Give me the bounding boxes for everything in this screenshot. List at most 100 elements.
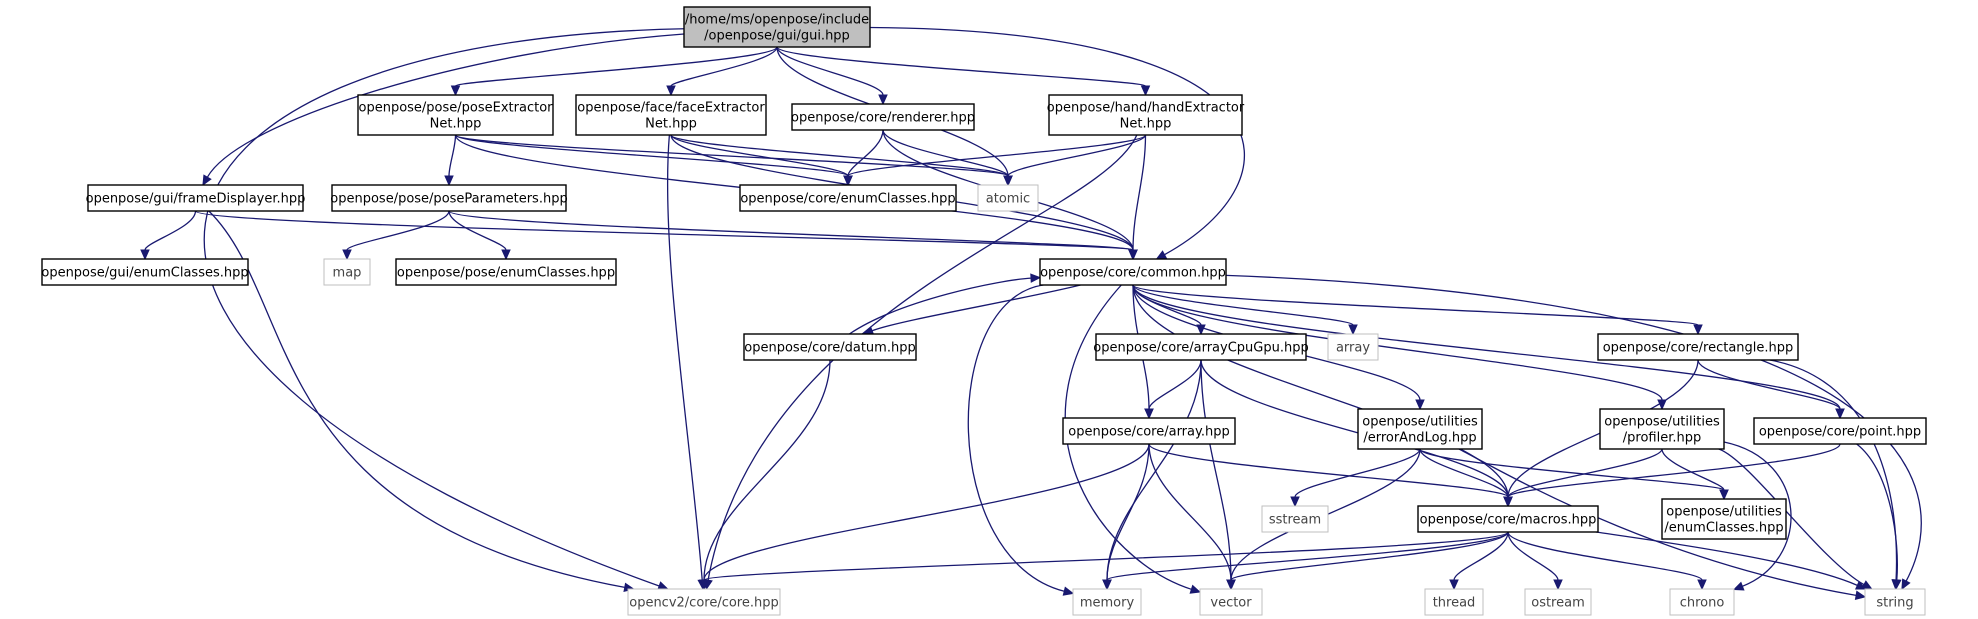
- node-box: [1753, 417, 1927, 445]
- node-label: string: [1876, 596, 1913, 611]
- node-label: /home/ms/openpose/include: [685, 13, 869, 28]
- node-gui_hpp[interactable]: /home/ms/openpose/include/openpose/gui/g…: [683, 6, 871, 48]
- node-box: [323, 258, 371, 286]
- edge-line: [1507, 448, 1663, 498]
- node-atomic: atomic: [977, 184, 1039, 212]
- edge-profiler-to-chrono: [1723, 441, 1792, 591]
- edge-line: [1106, 531, 1509, 581]
- node-opencvCore: opencv2/core/core.hpp: [627, 588, 781, 616]
- node-errorAndLog[interactable]: openpose/utilities/errorAndLog.hpp: [1357, 408, 1483, 450]
- edge-line: [703, 531, 1509, 581]
- node-ostream: ostream: [1524, 588, 1592, 616]
- edge-coreArray-to-macros: [1148, 443, 1513, 508]
- node-coreArray[interactable]: openpose/core/array.hpp: [1062, 417, 1236, 445]
- edge-line: [1132, 284, 1841, 410]
- node-box: [1599, 408, 1725, 450]
- node-box: [1072, 588, 1142, 616]
- node-box: [627, 588, 781, 616]
- node-guiEnumClasses[interactable]: openpose/gui/enumClasses.hpp: [41, 258, 249, 286]
- node-arrayCpuGpu[interactable]: openpose/core/arrayCpuGpu.hpp: [1093, 333, 1309, 361]
- edge-gui_hpp-to-frameDisplayer: [202, 33, 685, 187]
- edge-macros-to-string: [1595, 531, 1867, 590]
- node-label: chrono: [1680, 596, 1725, 611]
- arrowhead: [878, 94, 888, 106]
- node-common[interactable]: openpose/core/common.hpp: [1039, 258, 1227, 286]
- node-label: array: [1336, 341, 1370, 356]
- edge-line: [144, 210, 197, 251]
- node-box: [1417, 505, 1599, 533]
- edge-errorAndLog-to-macros: [1419, 448, 1513, 508]
- edge-line: [1132, 134, 1147, 251]
- edge-line: [1007, 134, 1147, 177]
- edge-line: [1507, 531, 1703, 581]
- edge-datum-to-common: [849, 273, 1042, 335]
- node-label: sstream: [1269, 513, 1321, 528]
- node-macros[interactable]: openpose/core/macros.hpp: [1417, 505, 1599, 533]
- arrowhead: [501, 249, 511, 261]
- arrowhead: [1732, 581, 1745, 591]
- node-utilEnumClasses[interactable]: openpose/utilities/enumClasses.hpp: [1661, 498, 1787, 540]
- node-box: [791, 103, 975, 131]
- node-poseEnumClasses[interactable]: openpose/pose/enumClasses.hpp: [395, 258, 617, 286]
- edge-line: [208, 210, 625, 589]
- node-label: openpose/core/common.hpp: [1040, 266, 1226, 281]
- arrowhead: [1415, 399, 1425, 411]
- arrowhead: [1189, 584, 1202, 594]
- node-rectangle[interactable]: openpose/core/rectangle.hpp: [1597, 333, 1799, 361]
- edge-line: [1507, 531, 1559, 581]
- edge-line: [1106, 359, 1202, 581]
- edge-line: [1132, 284, 1699, 326]
- node-label: atomic: [986, 192, 1030, 207]
- edge-line: [707, 134, 1138, 581]
- node-coreEnumClasses[interactable]: openpose/core/enumClasses.hpp: [739, 184, 957, 212]
- edge-line: [847, 129, 884, 177]
- arrowhead: [1062, 586, 1075, 596]
- edge-macros-to-chrono: [1507, 531, 1707, 591]
- node-label: openpose/gui/enumClasses.hpp: [41, 266, 248, 281]
- arrowhead: [1854, 590, 1867, 600]
- edge-line: [448, 134, 457, 177]
- edge-line: [1132, 284, 1354, 326]
- edge-line: [1419, 448, 1725, 491]
- node-label: openpose/utilities: [1604, 415, 1720, 430]
- edge-line: [1453, 531, 1509, 581]
- edge-frameDisplayer-to-common: [194, 210, 1138, 261]
- edge-poseExtractorNet-to-atomic: [454, 134, 1013, 187]
- edge-line: [1595, 531, 1858, 586]
- node-label: memory: [1080, 596, 1135, 611]
- node-profiler[interactable]: openpose/utilities/profiler.hpp: [1599, 408, 1725, 450]
- edge-line: [1064, 284, 1192, 590]
- edge-gui_hpp-to-handExtractorNet: [776, 46, 1151, 97]
- node-poseParameters[interactable]: openpose/pose/poseParameters.hpp: [330, 184, 568, 212]
- edge-line: [1230, 531, 1509, 581]
- node-label: openpose/core/renderer.hpp: [791, 111, 975, 126]
- edge-line: [1132, 284, 1509, 498]
- node-frameDisplayer[interactable]: openpose/gui/frameDisplayer.hpp: [86, 184, 306, 212]
- node-label: openpose/core/arrayCpuGpu.hpp: [1093, 341, 1308, 356]
- arrowhead: [1155, 250, 1168, 260]
- edge-line: [203, 28, 685, 587]
- edge-line: [346, 210, 450, 251]
- node-box: [331, 184, 567, 212]
- node-renderer[interactable]: openpose/core/renderer.hpp: [791, 103, 975, 131]
- node-label: openpose/utilities: [1362, 415, 1478, 430]
- edge-arrayCpuGpu-to-coreArray: [1144, 359, 1202, 420]
- node-box: [743, 333, 917, 361]
- node-label: opencv2/core/core.hpp: [629, 596, 779, 611]
- node-point[interactable]: openpose/core/point.hpp: [1753, 417, 1927, 445]
- node-box: [1357, 408, 1483, 450]
- edge-common-to-profiler: [1132, 284, 1667, 411]
- node-box: [1199, 588, 1263, 616]
- node-box: [1424, 588, 1484, 616]
- arrowhead: [1290, 496, 1300, 508]
- node-label: Net.hpp: [1120, 117, 1172, 132]
- node-datum[interactable]: openpose/core/datum.hpp: [743, 333, 917, 361]
- edge-faceExtractorNet-to-opencvCore: [666, 134, 707, 591]
- edge-line: [1200, 359, 1232, 581]
- edge-line: [871, 284, 1081, 332]
- edge-poseParameters-to-poseEnumClasses: [448, 210, 511, 261]
- node-box: [683, 6, 871, 48]
